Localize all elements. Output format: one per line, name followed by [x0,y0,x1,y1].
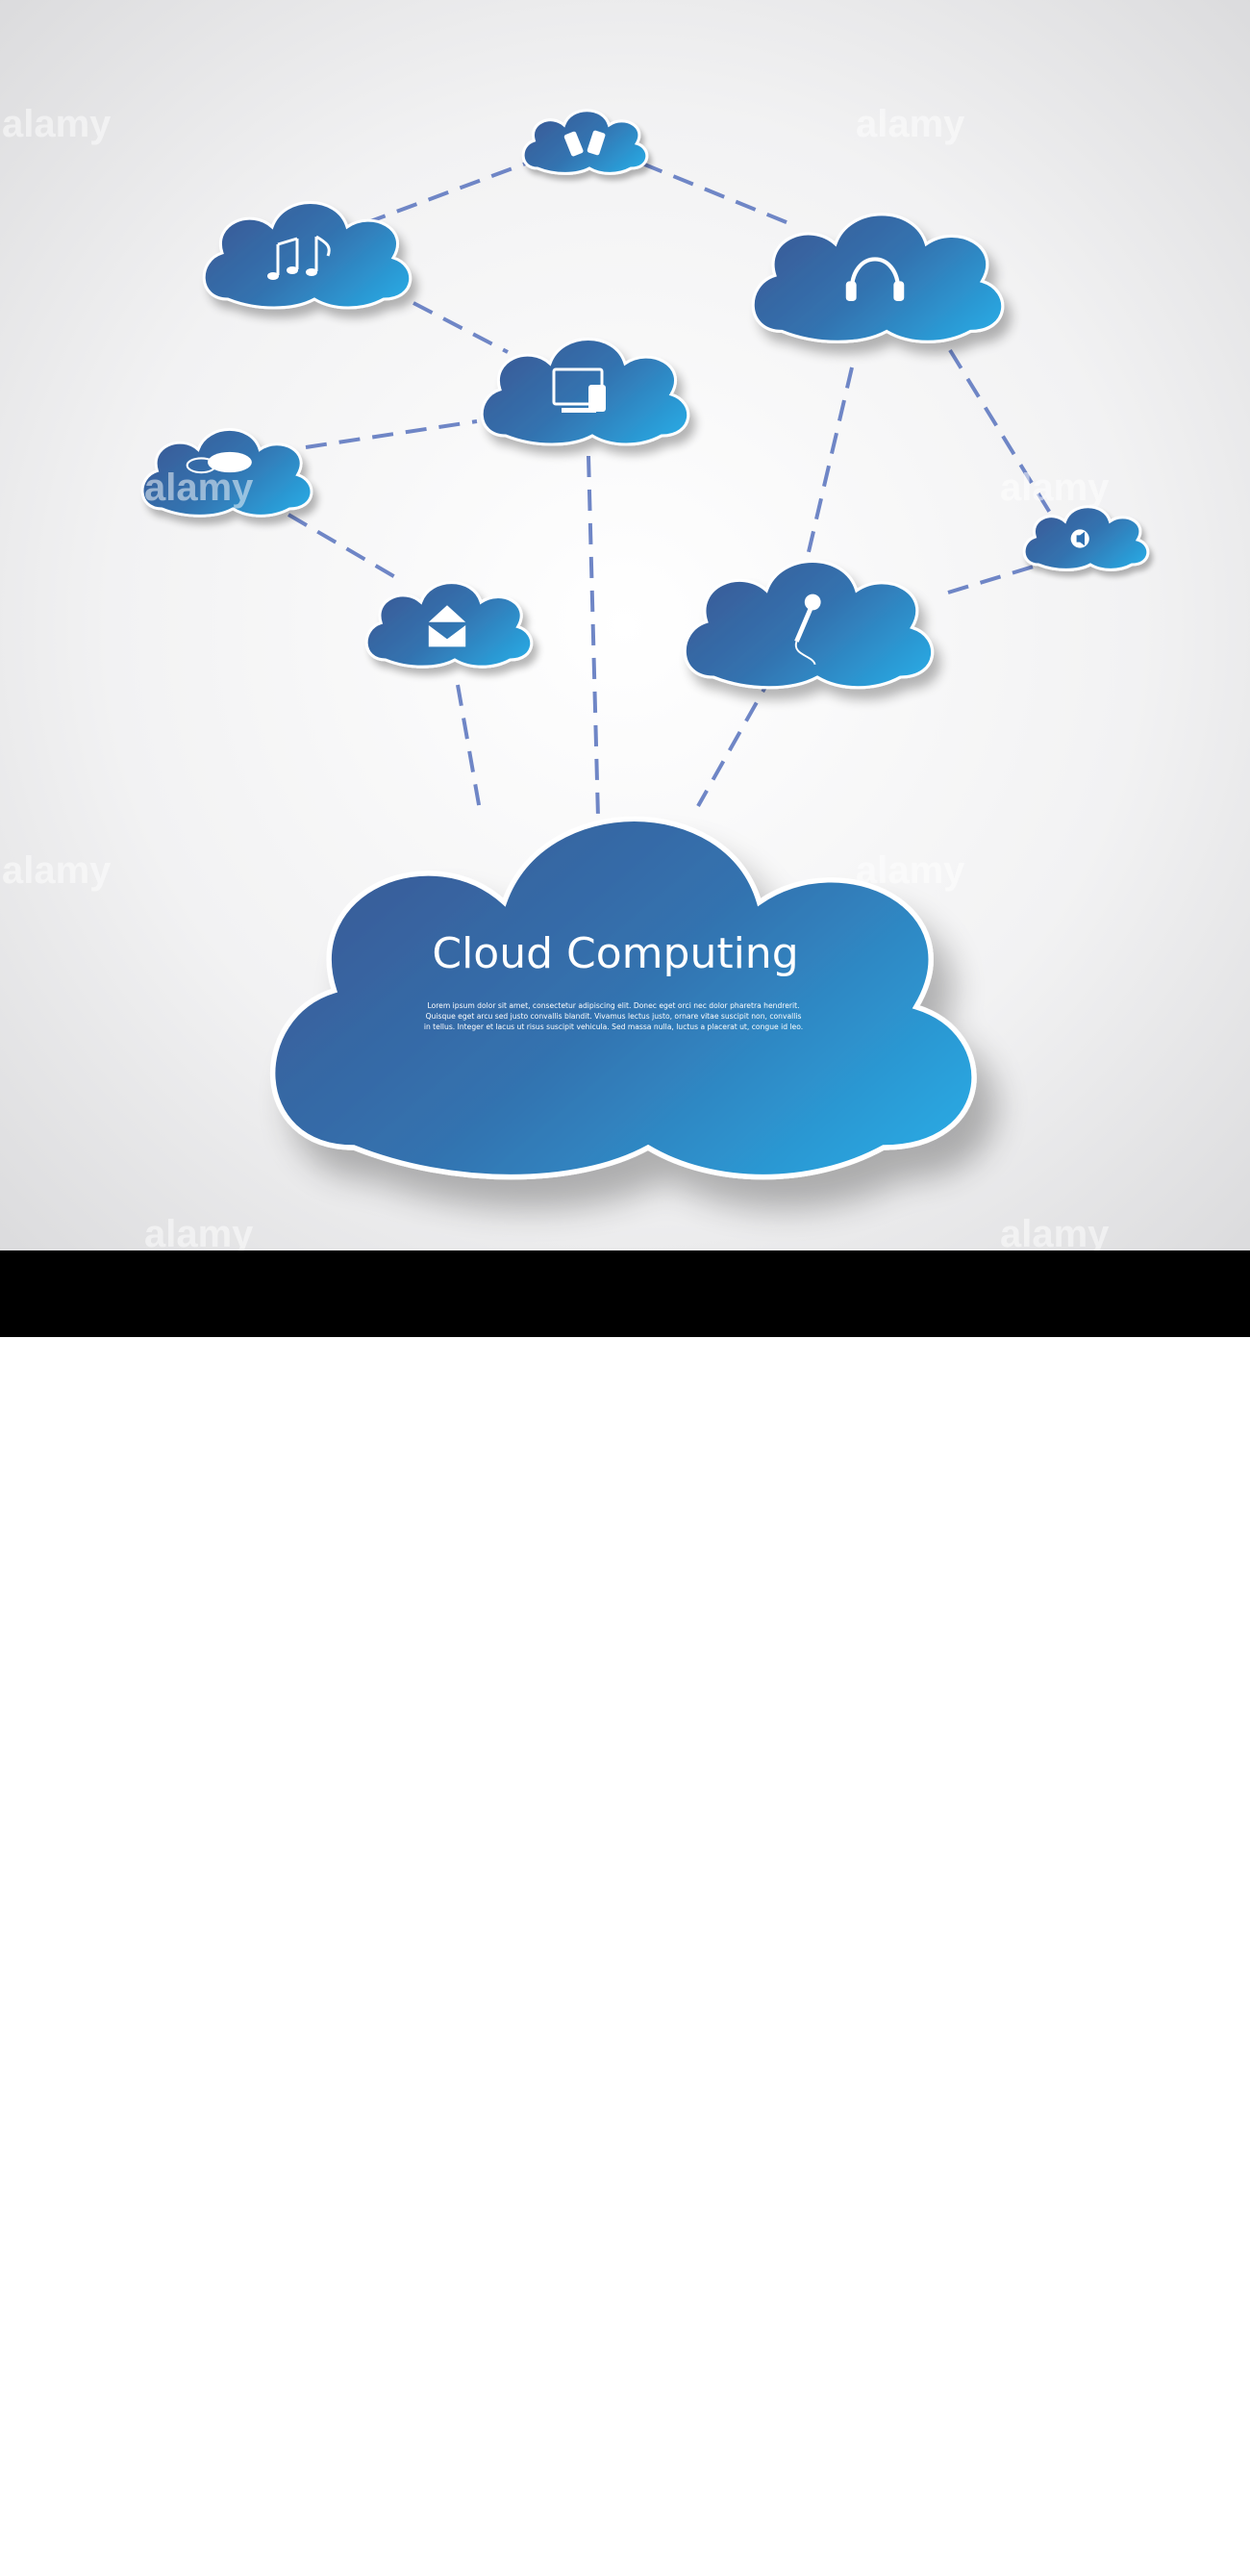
connector-line [305,419,478,449]
brand-logo: alamy [50,2517,193,2575]
connector-line [696,672,775,807]
connector-line [456,684,483,817]
site-url: www.alamy.com [1090,2549,1221,2569]
connector-line [364,160,532,225]
headphones-icon [845,257,905,301]
watermark-text: alamy [856,103,965,145]
mobile-phones-icon [563,130,606,157]
connector-line [587,455,600,819]
connector-line [287,513,404,583]
speaker-icon [1070,529,1089,548]
connector-line [947,564,1038,594]
main-cloud-title: Cloud Computing [432,929,798,978]
connector-line [412,301,509,354]
speaker-cloud [1022,505,1150,571]
diagram-canvas: Cloud Computing Lorem ipsum dolor sit am… [0,0,1250,1250]
image-id-label: Image ID: 2E0R8A4 [1059,2524,1221,2544]
microphone-cloud [683,559,935,690]
music-cloud [202,201,412,310]
cloud-network-diagram: Cloud Computing Lorem ipsum dolor sit am… [0,0,1250,1250]
envelope-icon [428,605,466,647]
watermark-text: alamy [856,849,965,892]
music-notes-icon [267,235,331,280]
watermark-text: alamy [1000,1213,1110,1250]
watermark-text: alamy [1000,467,1110,509]
mail-cloud [364,581,534,669]
microphone-icon [794,593,821,666]
main-cloud-body-line: Lorem ipsum dolor sit amet, consectetur … [427,1001,799,1010]
watermark-text: alamy [2,103,112,145]
speech-bubbles-icon [186,451,252,474]
footer-bar: alamy Image ID: 2E0R8A4 www.alamy.com [0,1250,1250,2575]
watermark-text: alamy [144,1213,254,1250]
computer-icon [552,367,606,413]
watermark-text: alamy [144,467,254,509]
computer-cloud [480,338,690,446]
main-cloud-body-line: in tellus. Integer et lacus ut risus sus… [424,1023,803,1031]
chat-cloud [140,428,313,518]
watermark-layer: alamy alamy alamy alamy alamy alamy alam… [2,103,1110,1250]
connector-lines [287,160,1052,819]
connector-line [641,162,799,229]
image-id-block: Image ID: 2E0R8A4 www.alamy.com [1059,2522,1221,2572]
main-cloud-body-line: Quisque eget arcu sed justo convallis bl… [426,1012,802,1021]
headphones-cloud [751,213,1005,343]
watermark-text: alamy [2,849,112,892]
phones-cloud [521,109,649,175]
